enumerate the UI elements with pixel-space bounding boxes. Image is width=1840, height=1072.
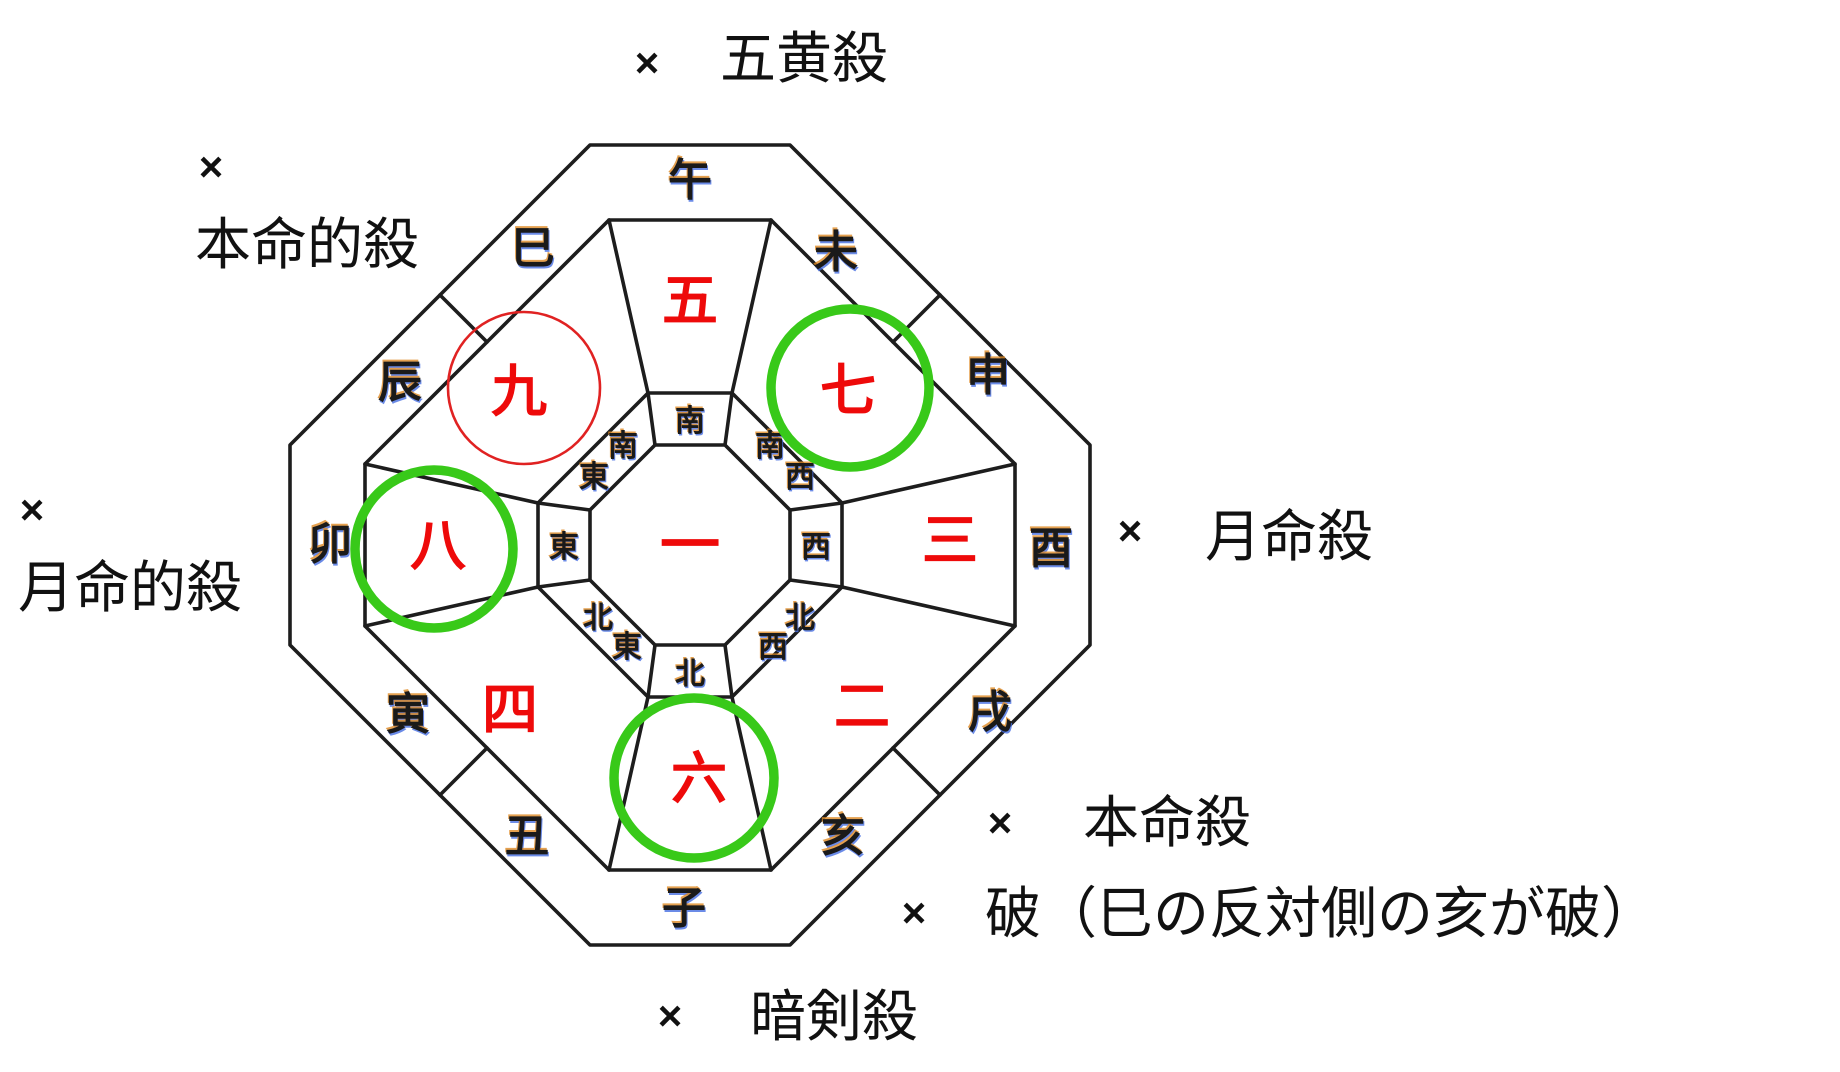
zodiac-label-mi: 巳	[511, 224, 555, 273]
direction-label-northwest-2: 西	[758, 631, 788, 664]
zodiac-label-tora: 寅	[386, 690, 430, 739]
annotation-marker-honmeisatsu: ×	[988, 799, 1013, 846]
zodiac-label-ne: 子	[662, 884, 706, 933]
highlight-circles	[350, 304, 934, 863]
number-ring-divider	[607, 695, 650, 872]
annotation-label-honmeisatsu: 本命殺	[1083, 791, 1251, 854]
direction-ring-divider	[788, 501, 844, 512]
number-ring-divider	[840, 585, 1017, 628]
direction-label-southeast-1: 南	[608, 430, 638, 463]
annotation-label-getsumeitekisatsu: 月命的殺	[18, 556, 242, 619]
direction-label-southeast-2: 東	[579, 461, 609, 494]
annotation-label-ankensatsu: 暗剣殺	[750, 985, 918, 1048]
annotation-marker-getsumeisatsu: ×	[1118, 507, 1143, 554]
board-grid	[288, 143, 1092, 947]
direction-ring-divider	[646, 643, 657, 699]
divider-ox-tiger	[438, 746, 489, 797]
zodiac-label-ushi: 丑	[505, 812, 549, 861]
annotation-marker-ankensatsu: ×	[658, 992, 683, 1039]
annotation-label-ha: 破（巳の反対側の亥が破）	[985, 882, 1657, 945]
annotation-label-getsumeisatsu: 月命殺	[1205, 505, 1373, 568]
annotation-marker-ha: ×	[902, 889, 927, 936]
direction-label-southwest-2: 西	[785, 461, 815, 494]
green-circle-seven	[766, 304, 934, 472]
annotation-marker-honmeitekisatsu: ×	[199, 143, 224, 190]
divider-dog-boar	[891, 746, 942, 797]
red-circle-nine	[446, 310, 602, 466]
outer-octagon	[288, 143, 1092, 947]
zodiac-label-tatsu: 辰	[378, 358, 422, 407]
direction-label-east: 東	[549, 531, 579, 564]
star-number-northeast: 四	[482, 678, 538, 741]
star-number-center: 一	[660, 512, 720, 579]
zodiac-label-saru: 申	[966, 351, 1010, 400]
green-circle-eight	[350, 465, 518, 633]
zodiac-label-uma: 午	[668, 156, 712, 205]
direction-ring: 南 西 北 東 南 西 北 西 北 東 南 東	[549, 405, 831, 691]
direction-ring-divider	[646, 391, 657, 447]
green-circle-six	[609, 693, 779, 863]
annotation-label-gohousatsu: 五黄殺	[720, 27, 888, 90]
number-ring-divider	[730, 695, 773, 872]
zodiac-label-i: 亥	[821, 812, 865, 861]
divider-snake-dragon	[438, 293, 489, 344]
zodiac-label-tori: 酉	[1029, 524, 1073, 573]
direction-label-northeast-1: 北	[583, 602, 613, 635]
number-ring-divider	[363, 462, 540, 505]
number-ring-divider	[607, 218, 650, 395]
star-numbers: 一 五 七 三 二 六 四 八 九	[410, 269, 978, 810]
zodiac-label-u: 卯	[308, 520, 352, 569]
star-number-southwest: 七	[820, 359, 876, 422]
star-number-east: 八	[410, 514, 467, 577]
annotations: × 五黄殺 × 本命的殺 × 月命的殺 × 月命殺 × 本命殺 × 破（巳の反対…	[18, 27, 1657, 1048]
star-number-west: 三	[922, 509, 978, 572]
direction-ring-divider	[536, 578, 592, 589]
direction-ring-divider	[536, 501, 592, 512]
direction-ring-divider	[723, 391, 734, 447]
direction-label-west: 西	[801, 531, 831, 564]
direction-label-southwest-1: 南	[755, 430, 785, 463]
number-ring-divider	[730, 218, 773, 395]
number-ring-divider	[840, 462, 1017, 505]
direction-ring-divider	[788, 578, 844, 589]
annotation-marker-gohousatsu: ×	[635, 39, 660, 86]
annotation-label-honmeitekisatsu: 本命的殺	[195, 213, 419, 276]
star-number-north: 六	[671, 747, 727, 810]
star-number-northwest: 二	[834, 675, 890, 738]
direction-label-northwest-1: 北	[785, 602, 815, 635]
zodiac-label-inu: 戌	[968, 688, 1012, 737]
star-number-south: 五	[662, 269, 718, 332]
zodiac-ring: 午 未 申 酉 戌 亥 子 丑 寅 卯 辰 巳	[308, 156, 1073, 933]
direction-label-south: 南	[675, 405, 705, 438]
zodiac-label-hitsuji: 未	[814, 228, 858, 277]
star-number-southeast: 九	[491, 360, 547, 423]
direction-ring-divider	[723, 643, 734, 699]
annotation-marker-getsumeitekisatsu: ×	[20, 486, 45, 533]
divider-goat-monkey	[891, 293, 942, 344]
direction-label-north: 北	[675, 658, 705, 691]
direction-label-northeast-2: 東	[612, 631, 642, 664]
